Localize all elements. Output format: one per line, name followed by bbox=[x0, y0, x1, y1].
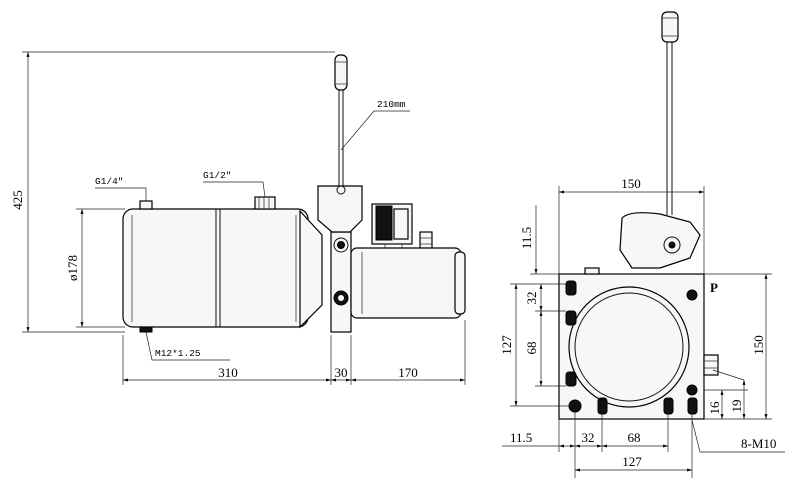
lever-handle bbox=[334, 54, 348, 91]
offset-11-5-top-dimension: 11.5 bbox=[519, 205, 559, 275]
dim-16-label: 16 bbox=[707, 401, 722, 415]
offset-11-5-top-label: 11.5 bbox=[519, 227, 534, 249]
hole-right-1 bbox=[686, 289, 698, 301]
electric-motor bbox=[350, 247, 466, 319]
height-425-dimension: 425 bbox=[10, 51, 335, 333]
height-425-label: 425 bbox=[10, 190, 25, 210]
dim-19-label: 19 bbox=[729, 400, 744, 413]
control-lever: 210mm bbox=[334, 54, 410, 186]
left-vertical-dimensions: 32 68 127 bbox=[499, 283, 569, 407]
filler-cap bbox=[254, 196, 276, 210]
hole-left-3 bbox=[565, 371, 577, 387]
side-view: 425 ø178 G1/4" G1/2" bbox=[10, 51, 466, 385]
end-view-lever bbox=[619, 11, 701, 269]
solenoid-valve bbox=[371, 203, 433, 252]
port-g12-label: G1/2" bbox=[203, 170, 232, 181]
spacing-32-left-label: 32 bbox=[524, 292, 539, 305]
pressure-port-label: P bbox=[710, 280, 718, 295]
block-width-30-label: 30 bbox=[335, 365, 348, 380]
spacing-32-bottom-label: 32 bbox=[582, 430, 595, 445]
height-150-right-label: 150 bbox=[751, 335, 766, 355]
oil-tank bbox=[122, 196, 323, 333]
hole-bottom-2 bbox=[663, 397, 674, 415]
spacing-68-bottom-label: 68 bbox=[628, 430, 641, 445]
port-labels: G1/4" G1/2" M12*1.25 bbox=[95, 170, 266, 361]
width-127-bottom-label: 127 bbox=[622, 454, 642, 469]
breather-port-small bbox=[139, 200, 153, 210]
offset-11-5-bottom-label: 11.5 bbox=[510, 430, 532, 445]
mounting-plate: P bbox=[558, 267, 719, 420]
motor-length-170-label: 170 bbox=[398, 365, 418, 380]
width-150-top-dimension: 150 bbox=[558, 176, 705, 274]
hole-left-4 bbox=[568, 399, 582, 413]
lever-length-label: 210mm bbox=[377, 99, 406, 110]
spacing-68-left-label: 68 bbox=[524, 342, 539, 355]
height-127-left-label: 127 bbox=[499, 335, 514, 355]
pressure-port-fitting bbox=[703, 354, 719, 376]
port-g14-label: G1/4" bbox=[95, 176, 124, 187]
hole-left-1 bbox=[565, 280, 577, 296]
tank-length-310-label: 310 bbox=[218, 365, 238, 380]
drain-thread-label: M12*1.25 bbox=[155, 348, 201, 359]
hole-left-2 bbox=[565, 310, 577, 326]
width-150-top-label: 150 bbox=[621, 176, 641, 191]
end-lever-handle bbox=[661, 11, 679, 43]
right-vertical-dimensions: 150 16 19 bbox=[704, 273, 772, 420]
bottom-length-dimensions: 310 30 170 bbox=[122, 320, 466, 385]
valve-block bbox=[317, 185, 363, 333]
hole-bottom-3 bbox=[687, 397, 698, 415]
diameter-178-dimension: ø178 bbox=[65, 208, 125, 328]
diameter-178-label: ø178 bbox=[65, 255, 80, 281]
bolt-spec-label: 8-M10 bbox=[741, 436, 776, 451]
drain-plug bbox=[139, 326, 153, 333]
hole-right-2 bbox=[686, 384, 698, 396]
hole-bottom-1 bbox=[597, 397, 608, 415]
end-view: 150 11.5 bbox=[499, 11, 785, 478]
bottom-horizontal-dimensions: 11.5 32 68 127 8-M10 bbox=[502, 412, 785, 478]
